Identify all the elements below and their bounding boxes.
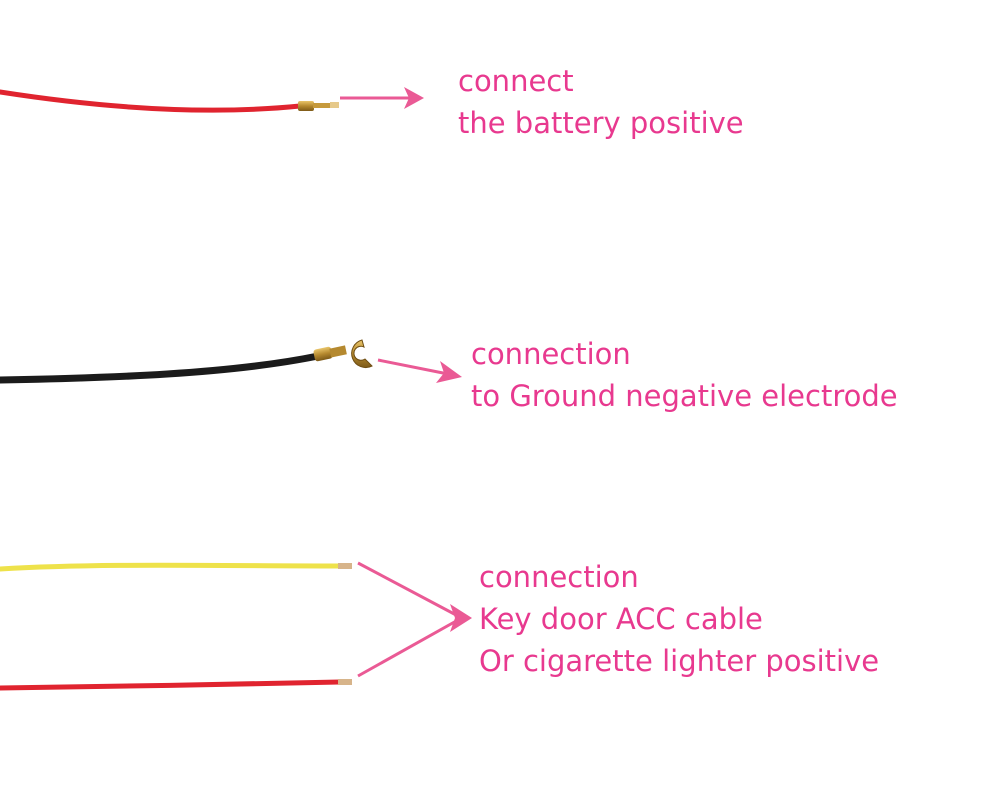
arrow-acc-icon <box>357 561 472 678</box>
battery-label-line-1: connect <box>458 64 574 98</box>
red-wire-bare-end <box>338 679 352 685</box>
yellow-wire-bare-end <box>338 563 352 569</box>
battery-positive-label: connect the battery positive <box>458 60 744 144</box>
acc-label: connection Key door ACC cable Or cigaret… <box>479 556 879 682</box>
ground-label-line-2: to Ground negative electrode <box>471 379 898 413</box>
fork-ring-terminal-icon <box>313 339 373 368</box>
red-wire-battery <box>0 89 303 113</box>
black-wire-ground <box>0 352 322 384</box>
pin-terminal-icon <box>298 101 339 111</box>
red-wire-acc <box>0 679 343 691</box>
arrow-ground-icon <box>377 358 462 383</box>
yellow-wire-acc <box>0 562 343 572</box>
acc-label-line-2: Key door ACC cable <box>479 602 763 636</box>
ground-label: connection to Ground negative electrode <box>471 333 898 417</box>
acc-label-line-1: connection <box>479 560 639 594</box>
battery-label-line-2: the battery positive <box>458 106 744 140</box>
acc-label-line-3: Or cigarette lighter positive <box>479 644 880 678</box>
ground-label-line-1: connection <box>471 337 631 371</box>
arrow-battery-icon <box>340 87 424 109</box>
